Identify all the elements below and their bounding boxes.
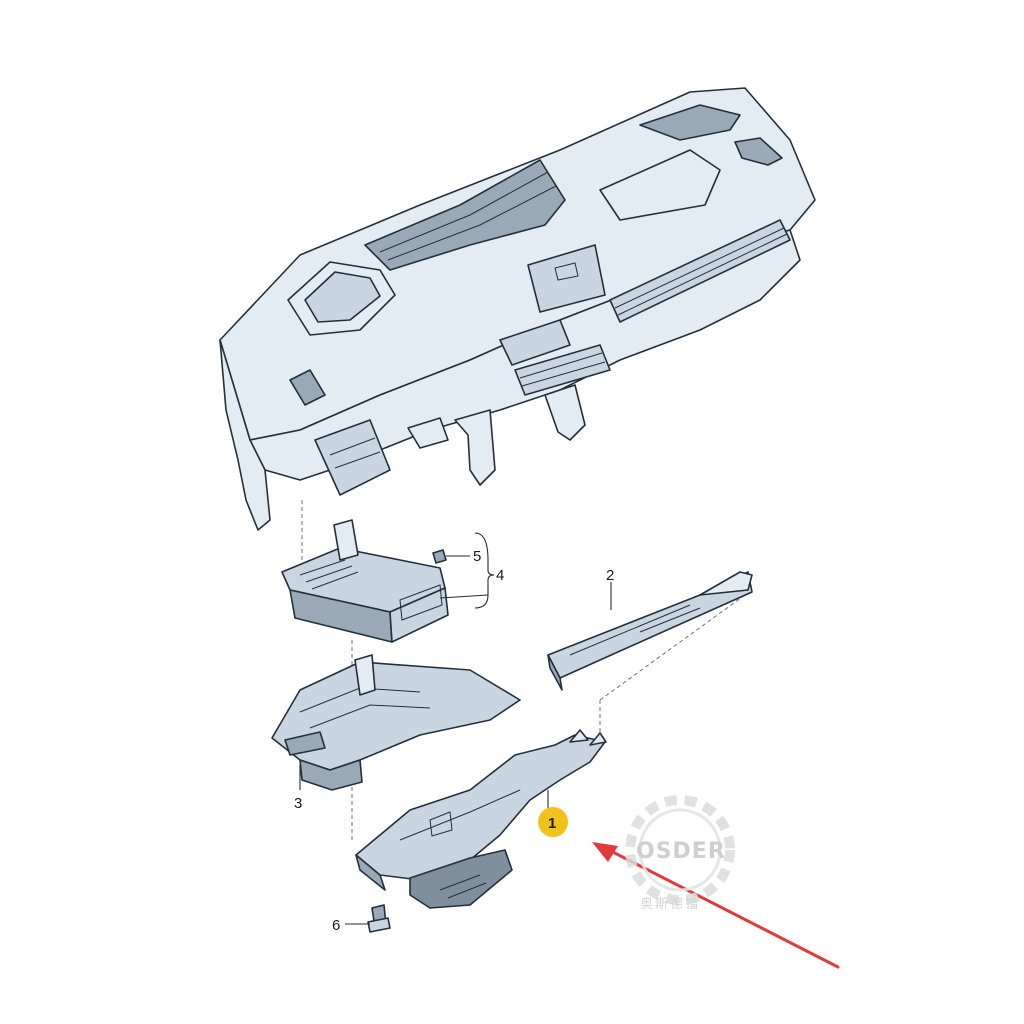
watermark: OSDER 奥斯德镭 xyxy=(625,795,735,912)
watermark-subtitle: 奥斯德镭 xyxy=(640,897,700,912)
callout-2-label: 2 xyxy=(606,567,614,584)
callout-1-badge xyxy=(538,807,568,837)
callout-5-label: 5 xyxy=(473,548,481,565)
callout-1-label: 1 xyxy=(548,815,556,832)
watermark-brand: OSDER xyxy=(636,839,726,864)
gear-icon xyxy=(625,795,735,905)
part-5-clip xyxy=(432,549,447,564)
dashboard-assembly xyxy=(219,87,816,531)
callout-leaders xyxy=(299,532,612,925)
part-2-long-panel xyxy=(547,571,753,691)
callout-6-label: 6 xyxy=(332,917,340,934)
callout-labels: 5 4 2 3 6 1 xyxy=(294,548,614,934)
part-4-bracket-box xyxy=(281,519,449,643)
part-1-glovebox-bracket xyxy=(355,729,607,909)
part-3-support-bracket xyxy=(271,654,521,791)
callout-4-label: 4 xyxy=(496,567,504,584)
part-6-bolt xyxy=(367,904,391,933)
callout-3-label: 3 xyxy=(294,795,302,812)
assembly-guide-lines xyxy=(301,500,746,840)
